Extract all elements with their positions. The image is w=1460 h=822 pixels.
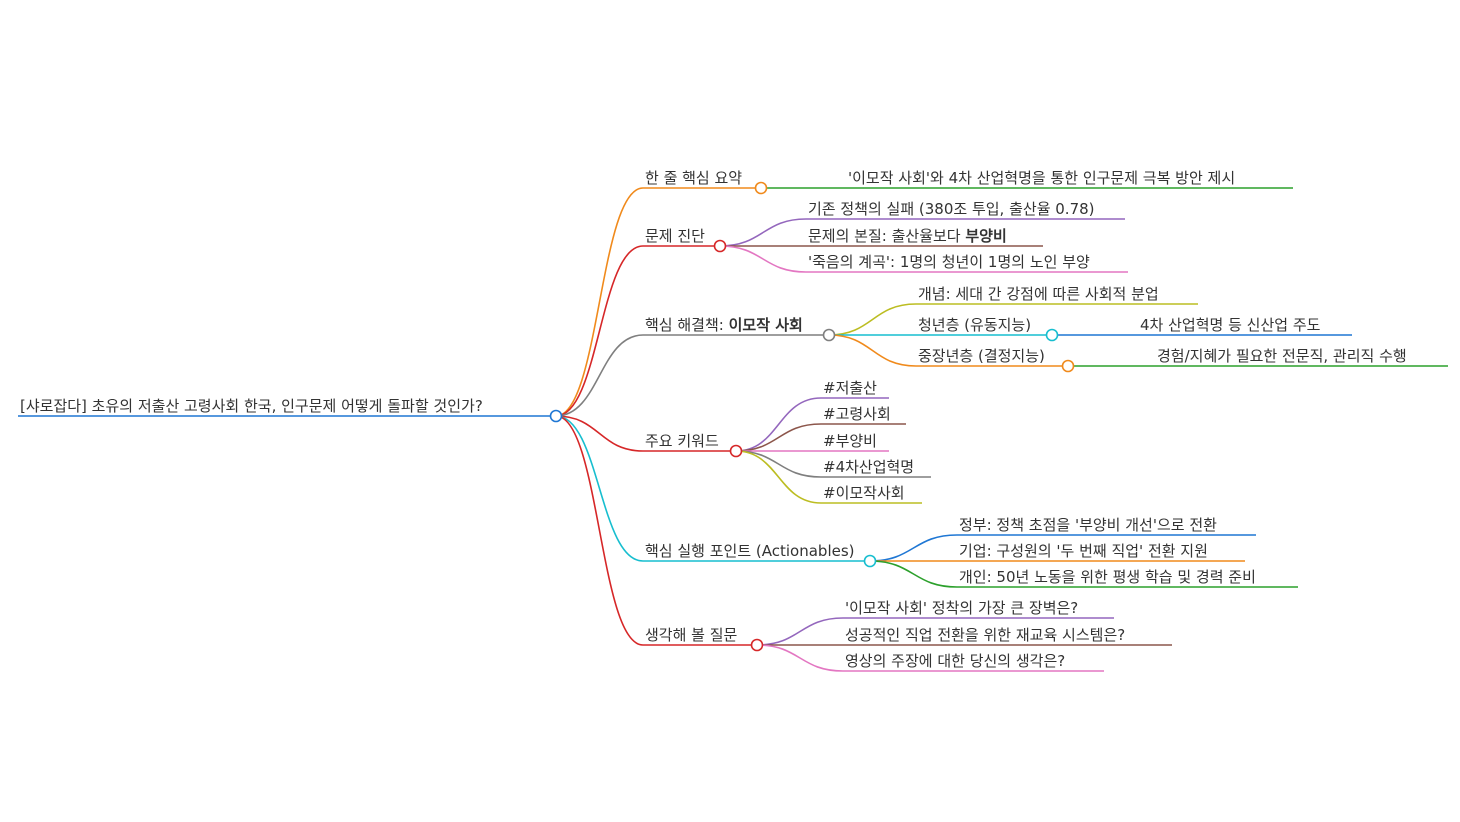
- node-label-text: #이모작사회: [823, 484, 905, 502]
- node-label[interactable]: 기존 정책의 실패 (380조 투입, 출산율 0.78): [808, 200, 1095, 218]
- node-label[interactable]: #저출산: [823, 379, 877, 397]
- node-label[interactable]: #이모작사회: [823, 484, 905, 502]
- connector-line: [719, 218, 807, 247]
- collapse-toggle[interactable]: [713, 239, 727, 253]
- collapse-toggle[interactable]: [822, 328, 836, 342]
- node-label-text: 생각해 볼 질문: [645, 626, 738, 644]
- node-label-text: 문제 진단: [645, 227, 705, 245]
- node-label-text: #저출산: [823, 379, 877, 397]
- mindmap-nodes: [549, 181, 1075, 652]
- node-label-text: '이모작 사회' 정착의 가장 큰 장벽은?: [845, 599, 1078, 617]
- node-label[interactable]: '죽음의 계곡': 1명의 청년이 1명의 노인 부양: [808, 253, 1090, 271]
- node-label-text: 경험/지혜가 필요한 전문직, 관리직 수행: [1157, 347, 1407, 365]
- node-label-text: 개념: 세대 간 강점에 따른 사회적 분업: [918, 285, 1159, 303]
- connector-line: [555, 334, 644, 417]
- node-label[interactable]: 기업: 구성원의 '두 번째 직업' 전환 지원: [959, 542, 1208, 560]
- connector-line: [555, 245, 644, 417]
- node-label[interactable]: 4차 산업혁명 등 신산업 주도: [1140, 316, 1321, 334]
- node-label-text: #4차산업혁명: [823, 458, 914, 476]
- node-label-text: 기존 정책의 실패 (380조 투입, 출산율 0.78): [808, 200, 1095, 218]
- node-label[interactable]: 성공적인 직업 전환을 위한 재교육 시스템은?: [845, 626, 1125, 644]
- node-label-text: '죽음의 계곡': 1명의 청년이 1명의 노인 부양: [808, 253, 1090, 271]
- collapse-toggle[interactable]: [1045, 328, 1059, 342]
- node-label-text: 한 줄 핵심 요약: [645, 169, 742, 187]
- node-label[interactable]: [샤로잡다] 초유의 저출산 고령사회 한국, 인구문제 어떻게 돌파할 것인가…: [20, 397, 483, 415]
- node-label-text: 핵심 해결책:: [645, 316, 729, 334]
- node-label[interactable]: 영상의 주장에 대한 당신의 생각은?: [845, 652, 1065, 670]
- node-label-text: 기업: 구성원의 '두 번째 직업' 전환 지원: [959, 542, 1208, 560]
- node-label[interactable]: 문제 진단: [645, 227, 705, 245]
- node-label[interactable]: #4차산업혁명: [823, 458, 914, 476]
- connector-line: [735, 423, 822, 452]
- connector-line: [756, 644, 844, 672]
- connector-line: [555, 415, 644, 562]
- collapse-toggle[interactable]: [549, 409, 563, 423]
- connector-line: [719, 245, 807, 273]
- node-label-bold: 이모작 사회: [729, 316, 803, 334]
- node-label[interactable]: 중장년층 (결정지능): [918, 347, 1045, 365]
- connector-line: [735, 450, 822, 478]
- node-label-text: 정부: 정책 초점을 '부양비 개선'으로 전환: [959, 516, 1217, 534]
- node-label[interactable]: 정부: 정책 초점을 '부양비 개선'으로 전환: [959, 516, 1217, 534]
- node-label-text: 청년층 (유동지능): [918, 316, 1031, 334]
- node-label-bold: 부양비: [965, 227, 1006, 245]
- mindmap-underlines: [18, 187, 1448, 672]
- node-label[interactable]: '이모작 사회' 정착의 가장 큰 장벽은?: [845, 599, 1078, 617]
- node-label-text: 핵심 실행 포인트 (Actionables): [645, 542, 855, 560]
- connector-line: [828, 334, 917, 367]
- connector-line: [555, 415, 644, 452]
- connector-line: [735, 397, 822, 452]
- node-label-text: #부양비: [823, 432, 877, 450]
- node-label[interactable]: 핵심 실행 포인트 (Actionables): [645, 542, 855, 560]
- node-label[interactable]: #부양비: [823, 432, 877, 450]
- connector-line: [869, 534, 958, 562]
- node-label-text: 개인: 50년 노동을 위한 평생 학습 및 경력 준비: [959, 568, 1256, 586]
- node-label-text: 4차 산업혁명 등 신산업 주도: [1140, 316, 1321, 334]
- node-label-text: '이모작 사회'와 4차 산업혁명을 통한 인구문제 극복 방안 제시: [848, 169, 1235, 187]
- connector-line: [828, 303, 917, 336]
- connector-line: [869, 560, 958, 588]
- collapse-toggle[interactable]: [863, 554, 877, 568]
- mindmap-labels: [샤로잡다] 초유의 저출산 고령사회 한국, 인구문제 어떻게 돌파할 것인가…: [20, 169, 1407, 670]
- collapse-toggle[interactable]: [754, 181, 768, 195]
- node-label[interactable]: 주요 키워드: [645, 432, 719, 450]
- node-label[interactable]: 한 줄 핵심 요약: [645, 169, 742, 187]
- node-label[interactable]: #고령사회: [823, 405, 891, 423]
- node-label[interactable]: '이모작 사회'와 4차 산업혁명을 통한 인구문제 극복 방안 제시: [848, 169, 1235, 187]
- node-label[interactable]: 생각해 볼 질문: [645, 626, 738, 644]
- node-label-text: 주요 키워드: [645, 432, 719, 450]
- mindmap-edges: [555, 187, 1155, 672]
- collapse-toggle[interactable]: [1061, 359, 1075, 373]
- node-label-text: 중장년층 (결정지능): [918, 347, 1045, 365]
- node-label[interactable]: 문제의 본질: 출산율보다 부양비: [808, 227, 1007, 245]
- node-label-text: [샤로잡다] 초유의 저출산 고령사회 한국, 인구문제 어떻게 돌파할 것인가…: [20, 397, 483, 415]
- node-label-text: #고령사회: [823, 405, 891, 423]
- collapse-toggle[interactable]: [729, 444, 743, 458]
- node-label-text: 영상의 주장에 대한 당신의 생각은?: [845, 652, 1065, 670]
- connector-line: [735, 450, 822, 504]
- connector-line: [555, 187, 644, 417]
- node-label[interactable]: 개인: 50년 노동을 위한 평생 학습 및 경력 준비: [959, 568, 1256, 586]
- node-label[interactable]: 경험/지혜가 필요한 전문직, 관리직 수행: [1157, 347, 1407, 365]
- collapse-toggle[interactable]: [750, 638, 764, 652]
- node-label-text: 성공적인 직업 전환을 위한 재교육 시스템은?: [845, 626, 1125, 644]
- node-label[interactable]: 핵심 해결책: 이모작 사회: [645, 316, 803, 334]
- node-label[interactable]: 개념: 세대 간 강점에 따른 사회적 분업: [918, 285, 1159, 303]
- connector-line: [756, 617, 844, 646]
- connector-line: [555, 415, 644, 646]
- node-label[interactable]: 청년층 (유동지능): [918, 316, 1031, 334]
- node-label-text: 문제의 본질: 출산율보다: [808, 227, 965, 245]
